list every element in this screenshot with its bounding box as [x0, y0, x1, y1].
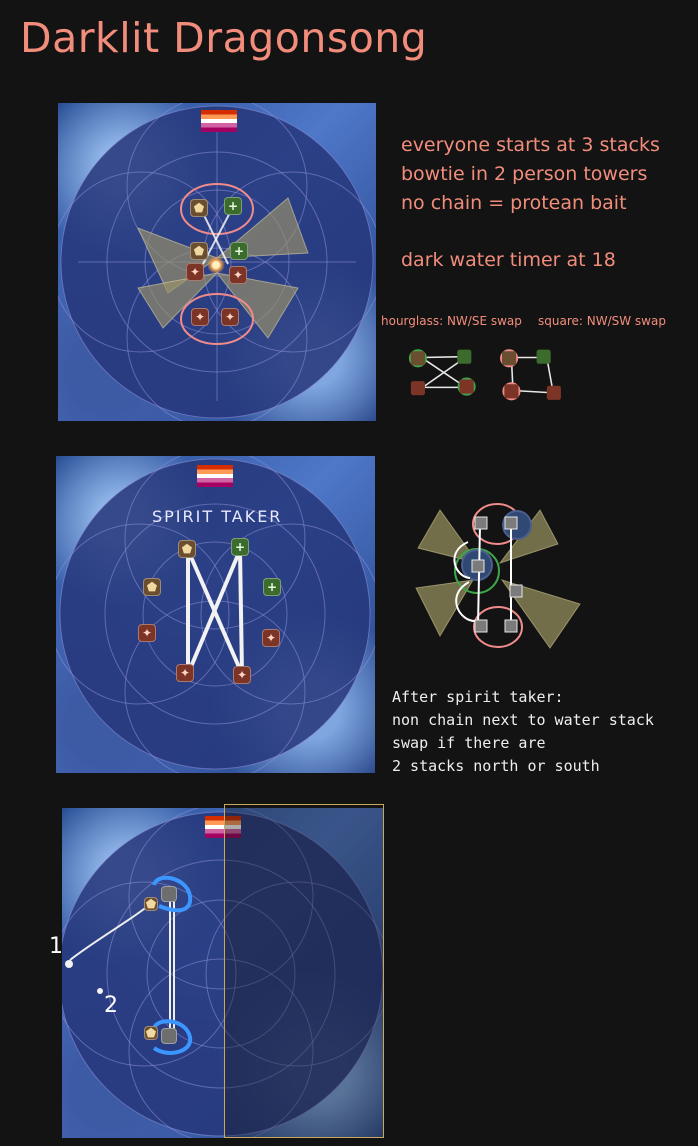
plus-icon: +: [231, 538, 249, 556]
arena-panel-3: ⬟ ⬟: [62, 808, 384, 1138]
sword-icon: ✦: [176, 664, 194, 682]
sword-icon: ✦: [191, 308, 209, 326]
after-line-1: After spirit taker:: [392, 688, 564, 706]
sword-icon: ✦: [221, 308, 239, 326]
sword-icon: ✦: [138, 624, 156, 642]
square-note: square: NW/SW swap: [538, 314, 666, 328]
stack-marker: [161, 886, 177, 902]
plus-icon: +: [263, 578, 281, 596]
hourglass-note: hourglass: NW/SE swap: [381, 314, 522, 328]
overlay-panel: [224, 804, 384, 1138]
sword-icon: ✦: [186, 263, 204, 281]
plus-icon: +: [230, 242, 248, 260]
shield-icon: ⬟: [190, 199, 208, 217]
sword-icon: ✦: [262, 629, 280, 647]
label-one: 1: [49, 934, 63, 959]
arena-svg-2: [56, 456, 375, 773]
shield-icon: ⬟: [178, 540, 196, 558]
note-line-4: dark water timer at 18: [401, 249, 616, 271]
pride-flag-icon: [197, 465, 233, 487]
note-line-2: bowtie in 2 person towers: [401, 163, 648, 185]
explosion-icon: [207, 256, 225, 274]
swap-diagram: [408, 349, 561, 401]
spirit-diagram: [415, 503, 581, 649]
pride-flag-icon: [205, 816, 241, 838]
arena-svg-3: [62, 808, 384, 1138]
sword-icon: ✦: [229, 266, 247, 284]
arena-panel-2: SPIRIT TAKER ⬟ + ⬟ + ✦ ✦ ✦ ✦: [56, 456, 375, 773]
shield-icon: ⬟: [190, 242, 208, 260]
page-title: Darklit Dragonsong: [20, 14, 428, 62]
stack-marker: [161, 1028, 177, 1044]
shield-icon: ⬟: [143, 578, 161, 596]
after-line-2: non chain next to water stack: [392, 711, 654, 729]
pride-flag-icon: [201, 110, 237, 132]
note-line-3: no chain = protean bait: [401, 192, 627, 214]
note-line-1: everyone starts at 3 stacks: [401, 134, 660, 156]
after-line-3: swap if there are: [392, 734, 546, 752]
plus-icon: +: [224, 197, 242, 215]
after-line-4: 2 stacks north or south: [392, 757, 600, 775]
shield-icon: ⬟: [144, 897, 158, 911]
shield-icon: ⬟: [144, 1026, 158, 1040]
position-dot-2: [97, 988, 103, 994]
label-two: 2: [104, 993, 118, 1018]
position-dot-1: [65, 960, 73, 968]
spirit-taker-label: SPIRIT TAKER: [152, 507, 283, 526]
arena-panel-1: ⬟ + ⬟ + ✦ ✦ ✦ ✦: [58, 103, 376, 421]
sword-icon: ✦: [233, 666, 251, 684]
